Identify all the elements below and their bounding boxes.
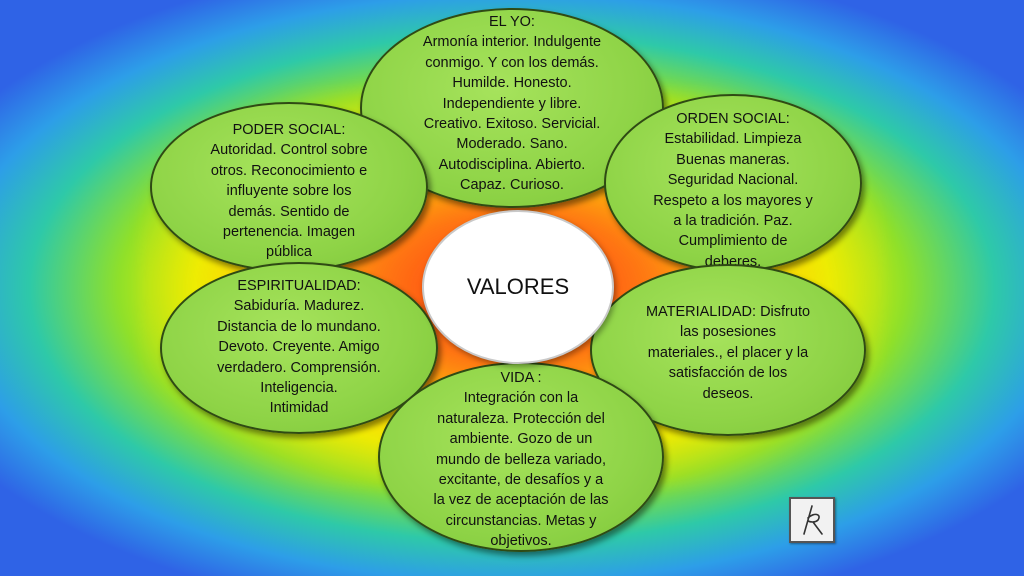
petal-vida-text: VIDA : Integración con la naturaleza. Pr…	[433, 370, 609, 550]
petal-poder-social: PODER SOCIAL: Autoridad. Control sobre o…	[150, 102, 428, 272]
petal-espiritualidad: ESPIRITUALIDAD: Sabiduría. Madurez. Dist…	[160, 262, 438, 434]
petal-vida: VIDA : Integración con la naturaleza. Pr…	[378, 362, 664, 552]
petal-espiritualidad-text: ESPIRITUALIDAD: Sabiduría. Madurez. Dist…	[217, 278, 381, 417]
signature-logo-icon	[789, 497, 835, 543]
petal-materialidad-text: MATERIALIDAD: Disfruto las posesiones ma…	[645, 304, 811, 402]
center-circle: VALORES	[422, 210, 614, 364]
petal-orden-social-text: ORDEN SOCIAL: Estabilidad. Limpieza Buen…	[653, 111, 813, 270]
center-label: VALORES	[466, 274, 570, 299]
petal-poder-social-text: PODER SOCIAL: Autoridad. Control sobre o…	[210, 122, 368, 261]
petal-orden-social: ORDEN SOCIAL: Estabilidad. Limpieza Buen…	[604, 94, 862, 272]
petal-el-yo-text: EL YO: Armonía interior. Indulgente conm…	[422, 14, 602, 194]
